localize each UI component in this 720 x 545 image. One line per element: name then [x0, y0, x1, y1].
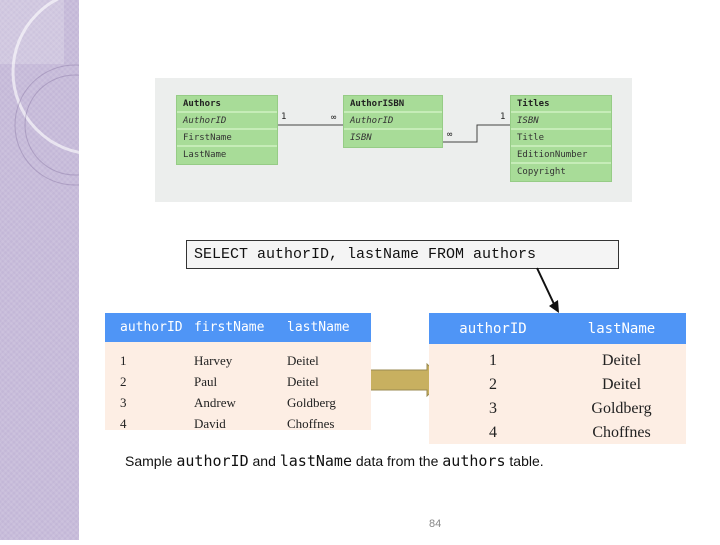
caption-code: authorID: [176, 452, 249, 470]
table-row: 2 Deitel: [429, 373, 686, 397]
table-row: 2 Paul Deitel: [105, 371, 371, 392]
entity-authorisbn: AuthorISBN AuthorID ISBN: [343, 95, 443, 148]
caption-code: lastName: [279, 452, 352, 470]
card-1: 1: [500, 112, 506, 122]
entity-title: Authors: [177, 96, 277, 113]
entity-authors: Authors AuthorID FirstName LastName: [176, 95, 278, 165]
entity-field: EditionNumber: [511, 147, 611, 164]
table-row: 3 Goldberg: [429, 397, 686, 421]
entity-field: ISBN: [350, 133, 372, 143]
entity-field: Copyright: [517, 167, 566, 177]
table-cell: Choffnes: [592, 424, 651, 441]
table-cell: 3: [489, 400, 497, 417]
table-cell: 2: [120, 374, 127, 389]
column-header: firstName: [194, 320, 265, 335]
column-header: authorID: [459, 320, 527, 337]
caption-text: table.: [505, 453, 544, 469]
table-row: 4 Choffnes: [429, 421, 686, 445]
table-header: authorID lastName: [429, 313, 686, 344]
table-cell: 4: [489, 424, 497, 441]
entity-field: AuthorID: [344, 113, 442, 130]
table-cell: Deitel: [287, 374, 319, 389]
card-many: ∞: [331, 113, 337, 123]
table-row: 1 Deitel: [429, 349, 686, 373]
column-header: authorID: [120, 320, 183, 335]
entity-field: AuthorID: [177, 113, 277, 130]
table-cell: Choffnes: [287, 416, 335, 431]
sidebar-decoration: [0, 0, 179, 540]
table-cell: 3: [120, 395, 127, 410]
caption-text: data from the: [352, 453, 443, 469]
entity-titles: Titles ISBN Title EditionNumber Copyrigh…: [510, 95, 612, 182]
er-diagram: 1 ∞ ∞ 1 Authors AuthorID FirstName LastN…: [155, 78, 632, 202]
table-cell: Goldberg: [591, 400, 652, 417]
entity-field: ISBN: [511, 113, 611, 130]
table-row: 4 David Choffnes: [105, 413, 371, 434]
caption: Sample authorID and lastName data from t…: [125, 452, 544, 470]
table-cell: 2: [489, 376, 497, 393]
caption-code: authors: [442, 452, 506, 470]
page-number: 84: [429, 518, 442, 530]
sql-query: SELECT authorID, lastName FROM authors: [186, 240, 619, 269]
table-cell: 4: [120, 416, 127, 431]
column-header: lastName: [587, 320, 656, 337]
table-cell: 1: [120, 353, 127, 368]
table-header: authorID firstName lastName: [105, 313, 371, 342]
column-header: lastName: [287, 320, 350, 335]
caption-text: and: [248, 453, 280, 469]
caption-text: Sample: [125, 453, 177, 469]
card-1: 1: [281, 112, 287, 122]
entity-title: Titles: [511, 96, 611, 113]
table-cell: Deitel: [601, 352, 642, 369]
table-cell: David: [194, 416, 226, 431]
entity-field: Title: [511, 130, 611, 147]
table-cell: Paul: [194, 374, 218, 389]
table-cell: 1: [489, 352, 497, 369]
table-cell: Andrew: [194, 395, 236, 410]
entity-title: AuthorISBN: [344, 96, 442, 113]
entity-field: FirstName: [177, 130, 277, 147]
table-row: 1 Harvey Deitel: [105, 350, 371, 371]
table-cell: Harvey: [194, 353, 233, 368]
entity-field: LastName: [183, 150, 227, 160]
table-cell: Deitel: [287, 353, 319, 368]
table-cell: Deitel: [601, 376, 642, 393]
table-cell: Goldberg: [287, 395, 336, 410]
table-row: 3 Andrew Goldberg: [105, 392, 371, 413]
card-many: ∞: [447, 130, 453, 140]
